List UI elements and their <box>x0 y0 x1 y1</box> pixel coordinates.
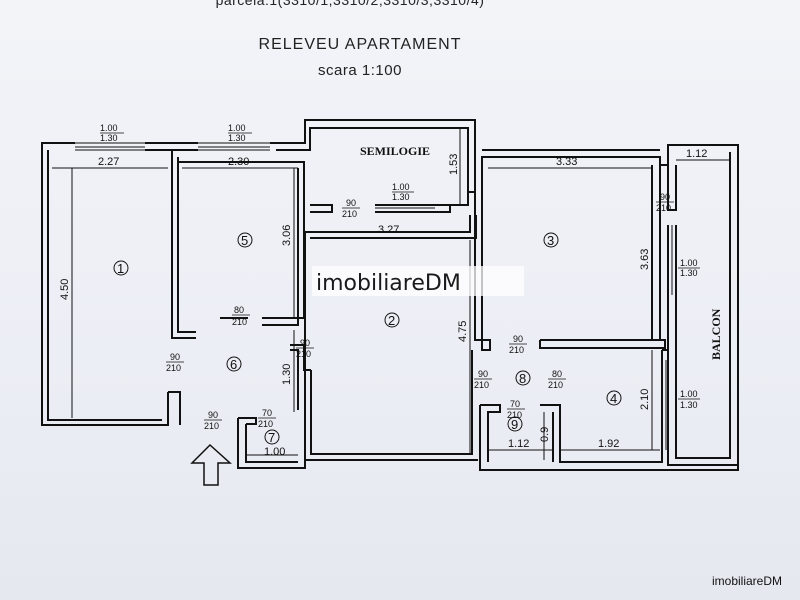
room-3: 3 <box>547 233 554 248</box>
window-r1-height: 1.30 <box>100 133 118 143</box>
dimension-labels: 2.27 4.50 2.30 3.06 1.53 3.27 4.75 3.33 … <box>59 148 707 458</box>
dim-r2-width: 3.27 <box>378 224 399 236</box>
door-entry-width: 90 <box>208 410 218 420</box>
dim-r1-height: 4.50 <box>59 279 71 300</box>
door-r8-width: 80 <box>552 369 562 379</box>
room-4: 4 <box>610 391 617 406</box>
window-balcon-top-width: 1.00 <box>680 258 698 268</box>
room-9: 9 <box>511 417 518 432</box>
room-6: 6 <box>230 357 237 372</box>
door-balcon-width: 90 <box>660 192 670 202</box>
window-r1-width: 1.00 <box>100 123 118 133</box>
window-balcon-bottom-width: 1.00 <box>680 389 698 399</box>
door-r8-height: 210 <box>548 380 563 390</box>
door-labels: 80 210 90 210 90 210 90 210 90 210 70 21… <box>166 192 674 431</box>
dim-r7-width: 1.00 <box>264 446 285 458</box>
dim-r3-width: 3.33 <box>556 156 577 168</box>
parcel-reference: parcela:1(3310/1;3310/2;3310/3;3310/4) <box>215 0 485 8</box>
door-r7-width: 70 <box>262 408 272 418</box>
drawing-scale: scara 1:100 <box>318 62 402 79</box>
window-semilogie-width: 1.00 <box>392 182 410 192</box>
window-r5-height: 1.30 <box>228 133 246 143</box>
dim-r5-width: 2.30 <box>228 156 249 168</box>
door-hall8-width: 90 <box>478 369 488 379</box>
room-7: 7 <box>268 430 275 445</box>
door-semilogie-width: 90 <box>346 198 356 208</box>
dim-hall-height: 1.30 <box>281 364 293 385</box>
balcon-label: BALCON <box>709 308 723 360</box>
door-r1-width: 90 <box>170 352 180 362</box>
dim-r2-height: 4.75 <box>457 321 469 342</box>
window-balcon-bottom-height: 1.30 <box>680 400 698 410</box>
door-entry-height: 210 <box>204 421 219 431</box>
door-r7-height: 210 <box>258 419 273 429</box>
room-1: 1 <box>117 261 124 276</box>
dim-r5-height: 3.06 <box>281 225 293 246</box>
door-r3-width: 90 <box>513 334 523 344</box>
door-semilogie-height: 210 <box>342 209 357 219</box>
door-r1-height: 210 <box>166 363 181 373</box>
door-hall2-height: 210 <box>296 349 311 359</box>
window-r5-width: 1.00 <box>228 123 246 133</box>
dim-semilogie-height: 1.53 <box>448 154 460 175</box>
dim-balcon-width: 1.12 <box>686 148 707 160</box>
dim-r3-height: 3.63 <box>639 249 651 270</box>
drawing-title: RELEVEU APARTAMENT <box>258 36 462 53</box>
door-r5-height: 210 <box>232 317 247 327</box>
room-numbers: 1 2 3 4 5 6 7 8 9 <box>113 232 622 445</box>
window-balcon-top-height: 1.30 <box>680 268 698 278</box>
dim-r1-width: 2.27 <box>98 156 119 168</box>
window-semilogie-height: 1.30 <box>392 192 410 202</box>
watermark-text: imobiliareDM <box>316 271 461 296</box>
door-r3-height: 210 <box>509 345 524 355</box>
entry-arrow-icon <box>190 443 232 486</box>
windows <box>75 142 673 450</box>
dim-r4-width: 1.92 <box>598 438 619 450</box>
semilogie-label: SEMILOGIE <box>360 144 430 158</box>
window-labels: 1.00 1.30 1.00 1.30 1.00 1.30 1.00 1.30 … <box>100 123 700 410</box>
dim-r9-width: 1.12 <box>508 438 529 450</box>
dim-r9-height: 0.9 <box>539 427 551 442</box>
dim-r4-height: 2.10 <box>639 389 651 410</box>
room-5: 5 <box>241 233 248 248</box>
door-balcon-height: 210 <box>656 203 671 213</box>
dimension-lines <box>52 128 730 460</box>
door-r9-height: 210 <box>507 410 522 420</box>
brand-signature: imobiliareDM <box>711 574 782 588</box>
door-hall2-width: 90 <box>300 338 310 348</box>
room-2: 2 <box>388 313 395 328</box>
room-8: 8 <box>519 371 526 386</box>
door-r5-width: 80 <box>234 305 244 315</box>
door-r9-width: 70 <box>510 399 520 409</box>
door-hall8-height: 210 <box>474 380 489 390</box>
watermark-background <box>312 266 524 296</box>
